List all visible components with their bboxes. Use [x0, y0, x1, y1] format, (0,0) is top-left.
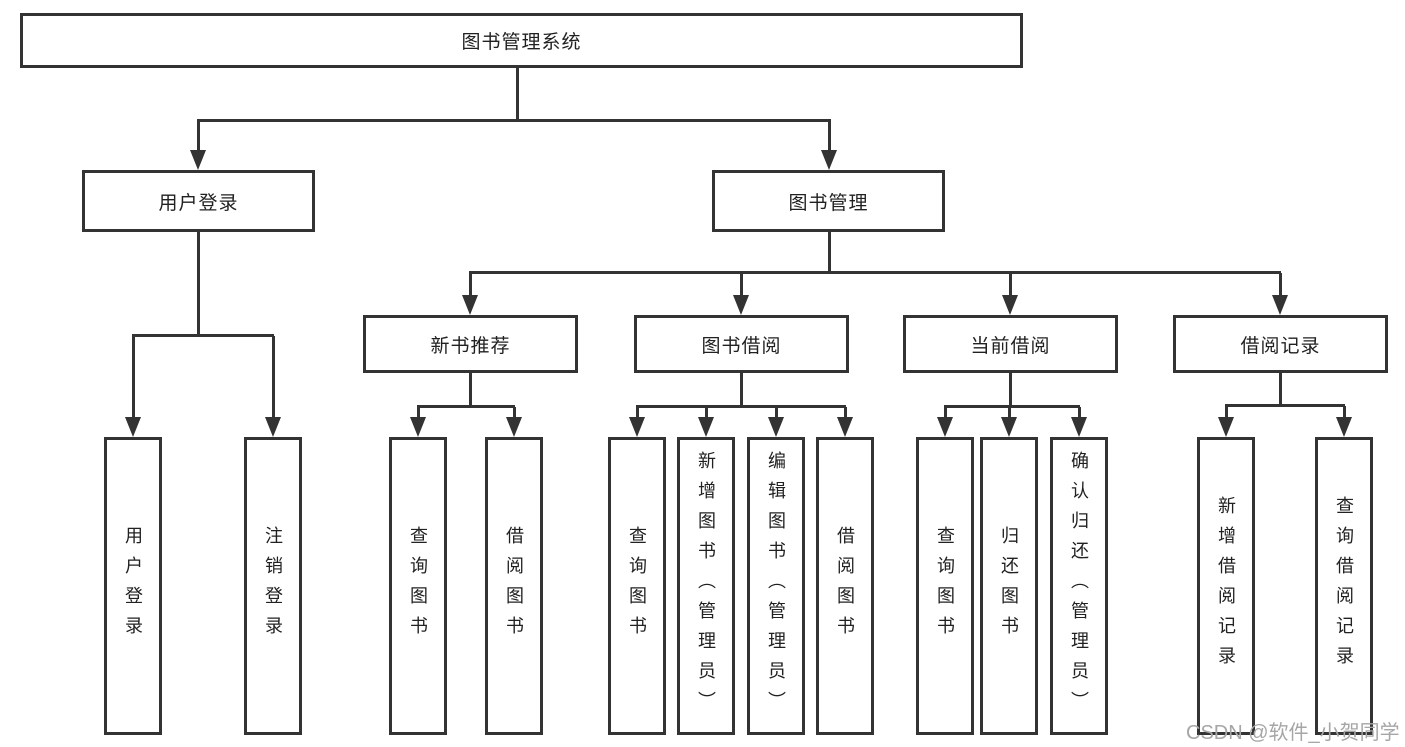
- arrowhead-down-icon: [768, 417, 784, 437]
- connector-line: [1225, 406, 1228, 418]
- connector-line: [740, 273, 743, 296]
- leaf-user-login: 用户登录: [104, 437, 162, 735]
- connector-line: [132, 334, 274, 337]
- node-label: 图书管理: [788, 192, 869, 214]
- connector-line: [844, 407, 847, 418]
- leaf-query-books-1: 查询图书: [389, 437, 447, 735]
- connector-line: [1078, 407, 1081, 418]
- node-current-borrow: 当前借阅: [903, 315, 1118, 373]
- leaf-logout: 注销登录: [244, 437, 302, 735]
- connector-line: [944, 405, 1080, 408]
- node-label: 确认归还（管理员）: [1069, 451, 1089, 721]
- arrowhead-down-icon: [1272, 295, 1288, 315]
- leaf-query-borrow-record: 查询借阅记录: [1315, 437, 1373, 735]
- arrowhead-down-icon: [698, 417, 714, 437]
- connector-line: [1279, 273, 1282, 296]
- leaf-confirm-return-admin: 确认归还（管理员）: [1050, 437, 1108, 735]
- arrowhead-down-icon: [733, 295, 749, 315]
- node-label: 用户登录: [123, 526, 143, 646]
- node-label: 当前借阅: [970, 335, 1051, 357]
- connector-line: [272, 336, 275, 418]
- connector-line: [636, 407, 639, 418]
- node-label: 查询图书: [627, 526, 647, 646]
- leaf-query-books-3: 查询图书: [916, 437, 974, 735]
- node-label: 查询图书: [935, 526, 955, 646]
- connector-line: [513, 407, 516, 418]
- connector-line: [1343, 406, 1346, 418]
- node-new-book-recommend: 新书推荐: [363, 315, 578, 373]
- connector-line: [197, 119, 831, 122]
- leaf-borrow-books-1: 借阅图书: [485, 437, 543, 735]
- connector-line: [197, 121, 200, 151]
- connector-line: [417, 407, 420, 418]
- node-label: 用户登录: [158, 192, 239, 214]
- node-label: 图书管理系统: [461, 32, 582, 53]
- csdn-watermark: CSDN @软件_小贺同学: [1186, 722, 1400, 744]
- arrowhead-down-icon: [629, 417, 645, 437]
- leaf-query-books-2: 查询图书: [608, 437, 666, 735]
- node-label: 借阅图书: [835, 526, 855, 646]
- arrowhead-down-icon: [1218, 417, 1234, 437]
- connector-line: [775, 407, 778, 418]
- arrowhead-down-icon: [1071, 417, 1087, 437]
- node-label: 注销登录: [263, 526, 283, 646]
- node-label: 归还图书: [999, 526, 1019, 646]
- connector-line: [740, 373, 743, 407]
- arrowhead-down-icon: [506, 417, 522, 437]
- arrowhead-down-icon: [821, 150, 837, 170]
- connector-line: [1225, 404, 1345, 407]
- arrowhead-down-icon: [937, 417, 953, 437]
- connector-line: [132, 336, 135, 418]
- node-book-management: 图书管理: [712, 170, 945, 232]
- connector-line: [469, 273, 472, 296]
- leaf-add-book-admin: 新增图书（管理员）: [677, 437, 735, 735]
- arrowhead-down-icon: [190, 150, 206, 170]
- connector-line: [1009, 273, 1012, 296]
- leaf-borrow-books-2: 借阅图书: [816, 437, 874, 735]
- node-book-borrow: 图书借阅: [634, 315, 849, 373]
- arrowhead-down-icon: [265, 417, 281, 437]
- arrowhead-down-icon: [1002, 295, 1018, 315]
- node-label: 查询图书: [408, 526, 428, 646]
- connector-line: [828, 232, 831, 273]
- connector-line: [197, 232, 200, 336]
- arrowhead-down-icon: [125, 417, 141, 437]
- connector-line: [1008, 407, 1011, 418]
- node-label: 查询借阅记录: [1334, 496, 1354, 676]
- arrowhead-down-icon: [410, 417, 426, 437]
- node-label: 借阅图书: [504, 526, 524, 646]
- node-label: 新增图书（管理员）: [696, 451, 716, 721]
- arrowhead-down-icon: [1336, 417, 1352, 437]
- connector-line: [828, 121, 831, 151]
- leaf-edit-book-admin: 编辑图书（管理员）: [747, 437, 805, 735]
- connector-line: [516, 68, 519, 120]
- node-root-library-system: 图书管理系统: [20, 13, 1023, 68]
- node-borrow-record: 借阅记录: [1173, 315, 1388, 373]
- arrowhead-down-icon: [1001, 417, 1017, 437]
- node-user-login: 用户登录: [82, 170, 315, 232]
- node-label: 新增借阅记录: [1216, 496, 1236, 676]
- node-label: 编辑图书（管理员）: [766, 451, 786, 721]
- connector-line: [469, 271, 1281, 274]
- node-label: 借阅记录: [1240, 335, 1321, 357]
- connector-line: [417, 405, 515, 408]
- connector-line: [944, 407, 947, 418]
- node-label: 新书推荐: [430, 335, 511, 357]
- arrowhead-down-icon: [462, 295, 478, 315]
- connector-line: [636, 405, 846, 408]
- connector-line: [705, 407, 708, 418]
- connector-line: [469, 373, 472, 407]
- connector-line: [1009, 373, 1012, 407]
- leaf-return-book: 归还图书: [980, 437, 1038, 735]
- connector-line: [1279, 373, 1282, 406]
- leaf-add-borrow-record: 新增借阅记录: [1197, 437, 1255, 735]
- arrowhead-down-icon: [837, 417, 853, 437]
- node-label: 图书借阅: [701, 335, 782, 357]
